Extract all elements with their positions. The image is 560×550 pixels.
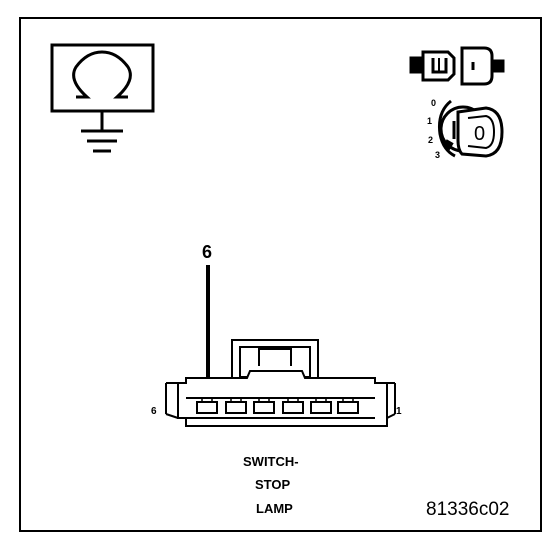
pin-callout-label: 6 [202,242,212,262]
cavity-2 [310,401,332,414]
ignition-key-icon [438,99,504,158]
key-label: 0 [474,123,485,145]
cavity-5 [225,401,247,414]
connector-pin-left-label: 6 [151,406,157,417]
caption-line-2: STOP [255,477,290,492]
figure-id: 81336c02 [426,499,509,520]
ignition-position-0: 3 [435,150,440,160]
ignition-position-3: 0 [431,98,436,108]
caption-line-1: SWITCH- [243,454,299,469]
cavity-4 [253,401,275,414]
cavity-1 [337,401,359,414]
connector-separated-icon [409,46,505,86]
caption-line-3: LAMP [256,501,293,516]
connector-cavities [196,401,359,414]
ignition-position-2: 1 [427,116,432,126]
ignition-position-1: 2 [428,135,433,145]
diagram-frame [19,17,542,532]
cavity-6 [196,401,218,414]
ohmmeter-ground-icon [50,43,155,153]
cavity-3 [282,401,304,414]
connector-pin-right-label: 1 [396,406,402,417]
